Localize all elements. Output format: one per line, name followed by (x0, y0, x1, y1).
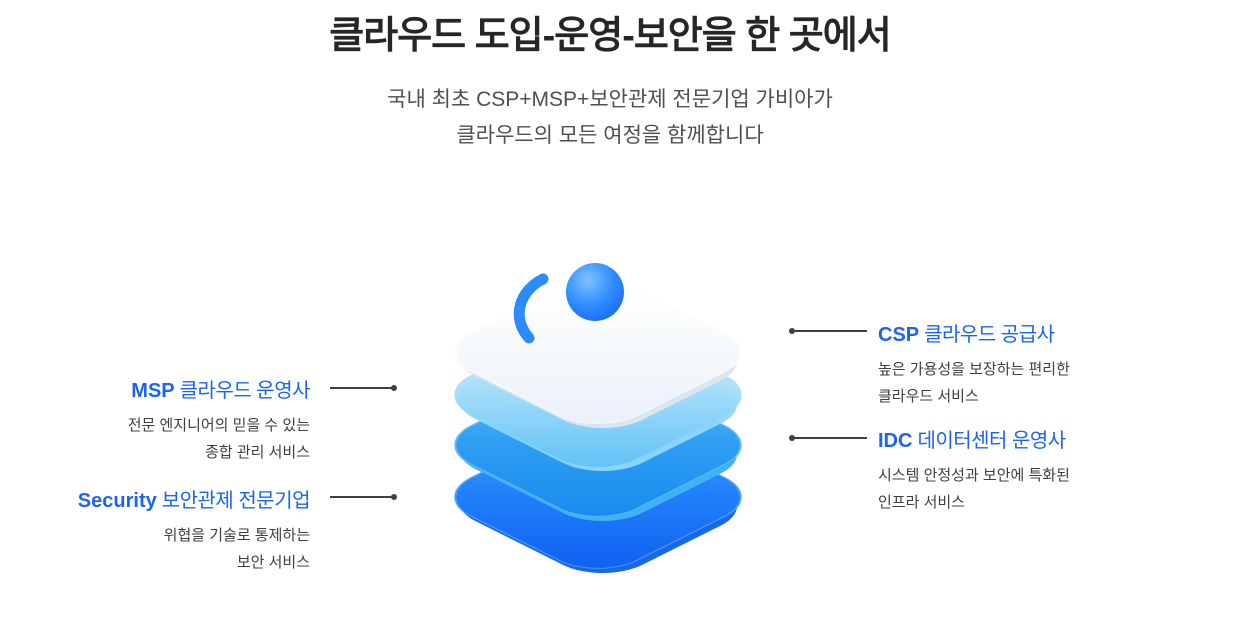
arc-icon (513, 273, 549, 344)
callout-acronym: Security (77, 490, 157, 512)
page-title: 클라우드 도입-운영-보안을 한 곳에서 (329, 15, 891, 57)
callout-acronym: MSP (131, 380, 175, 402)
sphere-icon (566, 263, 624, 321)
callout-acronym: IDC (878, 430, 913, 452)
connector-dot (789, 434, 795, 441)
connector-dot (391, 384, 397, 391)
callout-label: 클라우드 공급사 (924, 324, 1055, 346)
connector-line-msp (330, 384, 397, 391)
connector-dot (391, 493, 397, 500)
connector-dot (789, 327, 795, 334)
callout-acronym: CSP (878, 324, 920, 346)
callout-label: 데이터센터 운영사 (917, 430, 1066, 452)
subtitle-line-1: 국내 최초 CSP+MSP+보안관제 전문기업 가비아가 (387, 88, 833, 111)
connector-line-csp (789, 327, 867, 334)
subtitle-line-2: 클라우드의 모든 여정을 함께합니다 (456, 124, 764, 147)
connector-line-idc (789, 434, 867, 441)
callout-label: 보안관제 전문기업 (161, 490, 311, 512)
callout-label: 클라우드 운영사 (179, 380, 311, 402)
connector-line-security (330, 493, 397, 500)
